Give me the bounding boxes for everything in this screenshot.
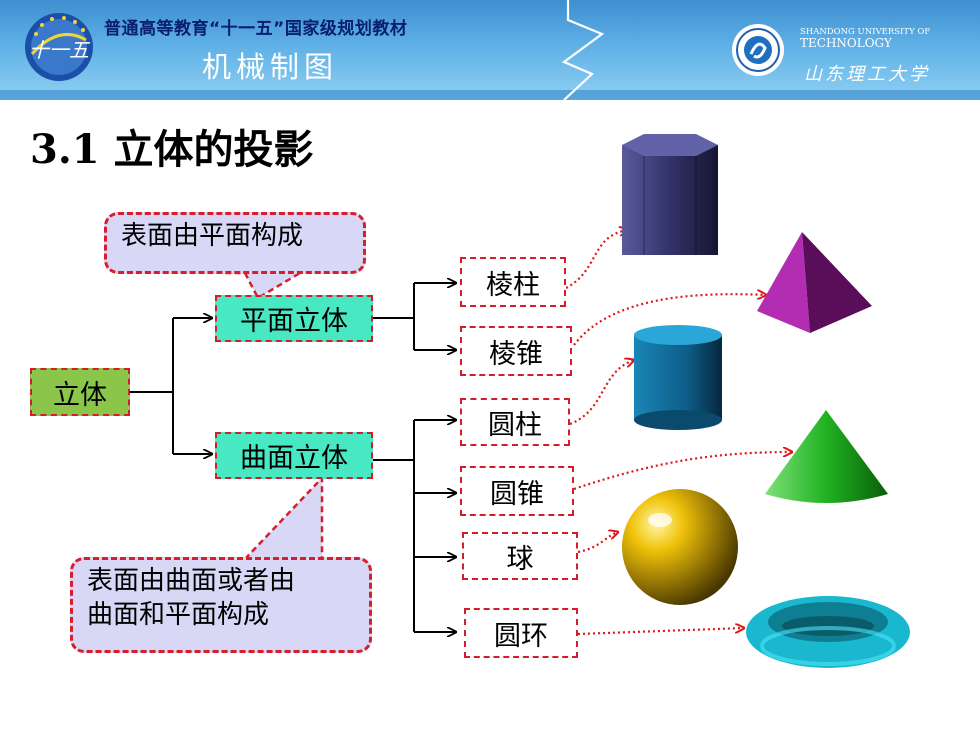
curved-callout: 表面由曲面或者由 曲面和平面构成 [70, 557, 372, 653]
leaf-sphere: 球 [462, 532, 578, 580]
torus-shape [746, 596, 910, 668]
course-title: 机械制图 [202, 50, 339, 84]
root-node-solid: 立体 [30, 368, 130, 416]
leaf-prism: 棱柱 [460, 257, 566, 307]
leaf-pyramid: 棱锥 [460, 326, 572, 376]
textbook-series: 普通高等教育“十一五”国家级规划教材 [104, 19, 408, 39]
university-seal-icon [732, 24, 784, 76]
university-name-en: SHANDONG UNIVERSITY OF TECHNOLOGY [800, 27, 930, 49]
tree-connectors [130, 283, 456, 632]
eleventh-five-year-logo: 十一五 [25, 13, 93, 81]
pyramid-shape [757, 232, 872, 333]
curved-callout-line1: 表面由曲面或者由 [87, 566, 296, 596]
plane-callout-text: 表面由平面构成 [121, 221, 304, 251]
university-name-cn: 山东理工大学 [804, 64, 930, 85]
sphere-shape [622, 489, 738, 605]
uni-en-line2: TECHNOLOGY [800, 36, 892, 50]
hexagonal-prism-shape [622, 134, 718, 255]
leaf-cone: 圆锥 [460, 466, 574, 516]
leaf-torus: 圆环 [464, 608, 578, 658]
uni-en-line1: SHANDONG UNIVERSITY OF [800, 27, 931, 37]
page-title: 3.1 立体的投影 [30, 126, 314, 173]
header-banner: 十一五 普通高等教育“十一五”国家级规划教材 机械制图 SHANDONG UNI… [0, 0, 980, 100]
node-curved-solid: 曲面立体 [215, 432, 373, 479]
curved-callout-line2: 曲面和平面构成 [87, 600, 270, 630]
leaf-cylinder: 圆柱 [460, 398, 570, 446]
cone-shape [765, 410, 888, 503]
header-band [0, 90, 980, 100]
shape-links [565, 230, 792, 636]
curved-callout-tail [244, 474, 324, 560]
header-zigzag [561, 0, 605, 100]
cylinder-shape [634, 325, 722, 430]
node-plane-solid: 平面立体 [215, 295, 373, 342]
plane-callout: 表面由平面构成 [104, 212, 366, 274]
logo-text: 十一五 [29, 38, 91, 62]
